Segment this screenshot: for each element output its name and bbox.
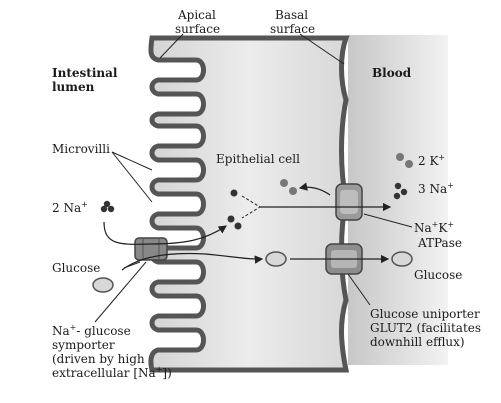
symporter-rest: - glucose [76,324,131,338]
two-k-text: 2 K [418,154,439,168]
k-influx-arrow [298,182,331,196]
nak-k-charge: + [447,220,455,229]
nak-na: Na [414,221,432,235]
symporter-line4-charge: + [155,365,163,374]
symporter-line4-b: ]) [162,366,172,380]
intestinal-lumen-label-2: lumen [52,80,95,94]
glucose-lumen [92,277,114,293]
symporter-leader [94,261,147,323]
symporter-na: Na [52,324,70,338]
two-k-charge: + [438,153,446,162]
symporter-charge: + [69,323,77,332]
symporter-label-1: Na+- glucose [52,323,131,339]
glucose-left-leader [123,261,141,269]
intestinal-lumen-label-1: Intestinal [52,66,118,80]
nak-k: K [438,221,448,235]
k-ions-inside [280,179,297,195]
two-na-text: 2 Na [52,201,82,215]
glut2-leader [347,273,371,306]
blood-label: Blood [372,66,412,80]
epithelial-cell-label: Epithelial cell [216,152,300,166]
symporter-line4-a: extracellular [Na [52,366,156,380]
microvilli-label: Microvilli [52,142,110,156]
nak-na-charge: + [431,220,439,229]
nak-label: Na+K+ [414,220,455,236]
glucose-right-label: Glucose [414,268,463,282]
blood-region [348,35,448,365]
microvilli-leader-1 [111,151,153,171]
two-na-label: 2 Na+ [52,200,88,216]
nak-atpase-protein [335,183,363,221]
uniporter-label-2: GLUT2 (facilitates [370,321,482,335]
atpase-label: ATPase [418,236,462,250]
glucose-cell [265,251,287,267]
basal-label-1: Basal [275,8,309,22]
apical-label-1: Apical [178,8,216,22]
two-na-charge: + [81,200,88,209]
na-ions-inside [227,189,242,230]
epithelial-cell-body [148,35,350,373]
two-k-label: 2 K+ [418,153,446,169]
glucose-blood [391,251,413,267]
basal-label-2: surface [270,22,316,36]
glucose-uptake-arrow [121,252,264,271]
na-split-dash [241,195,261,219]
na-uptake-arrow [103,221,227,245]
apical-leader [159,33,184,59]
uniporter-label-1: Glucose uniporter [370,307,480,321]
nak-leader [363,213,413,228]
na-ions-outside [100,200,115,213]
uniporter-label-3: downhill efflux) [370,335,465,349]
symporter-label-4: extracellular [Na+]) [52,365,172,381]
apical-label-2: surface [175,22,221,36]
k-ions-blood [396,153,413,168]
microvilli-leader-2 [111,151,153,203]
glucose-left-label: Glucose [52,261,101,275]
na-ions-blood [393,182,408,200]
three-na-label: 3 Na+ [418,181,454,197]
symporter-label-3: (driven by high [52,352,145,366]
symporter-label-2: symporter [52,338,115,352]
three-na-charge: + [447,181,454,190]
basal-leader [299,33,345,65]
three-na-text: 3 Na [418,182,448,196]
